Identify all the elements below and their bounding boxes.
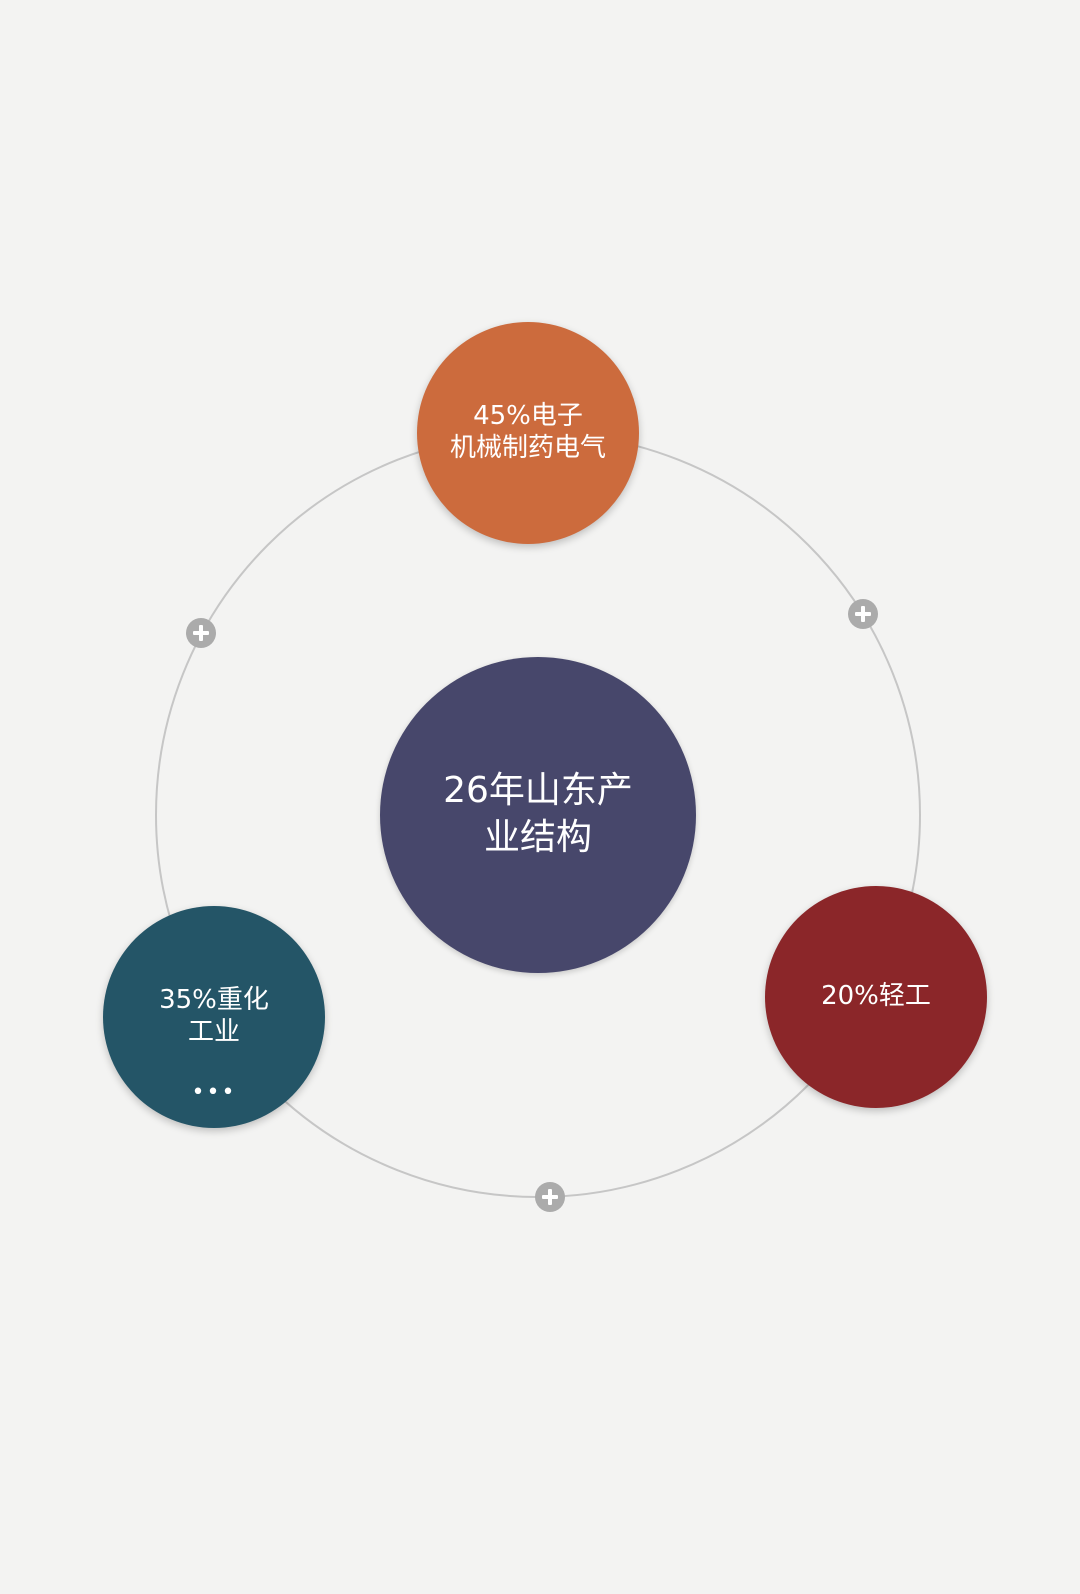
add-node-button-bottom[interactable] (535, 1182, 565, 1212)
center-node[interactable]: 26年山东产 业结构 (380, 657, 696, 973)
add-node-button-right[interactable] (848, 599, 878, 629)
segment-label-line1: 45%电子 (473, 401, 583, 432)
segment-label-line1: 20%轻工 (821, 981, 931, 1012)
segment-node-electronics[interactable]: 45%电子 机械制药电气 (417, 322, 639, 544)
segment-node-light-industry[interactable]: 20%轻工 (765, 886, 987, 1108)
center-title-line1: 26年山东产 (443, 770, 633, 812)
more-options-icon[interactable]: ••• (191, 1080, 237, 1105)
add-node-button-left[interactable] (186, 618, 216, 648)
segment-label-line1: 35%重化 (159, 985, 269, 1016)
center-title-line2: 业结构 (483, 817, 592, 858)
segment-label-line2: 工业 (187, 1017, 240, 1047)
segment-label-line2: 机械制药电气 (449, 433, 606, 463)
segment-node-heavy-chemical[interactable]: 35%重化 工业 ••• (103, 906, 325, 1128)
